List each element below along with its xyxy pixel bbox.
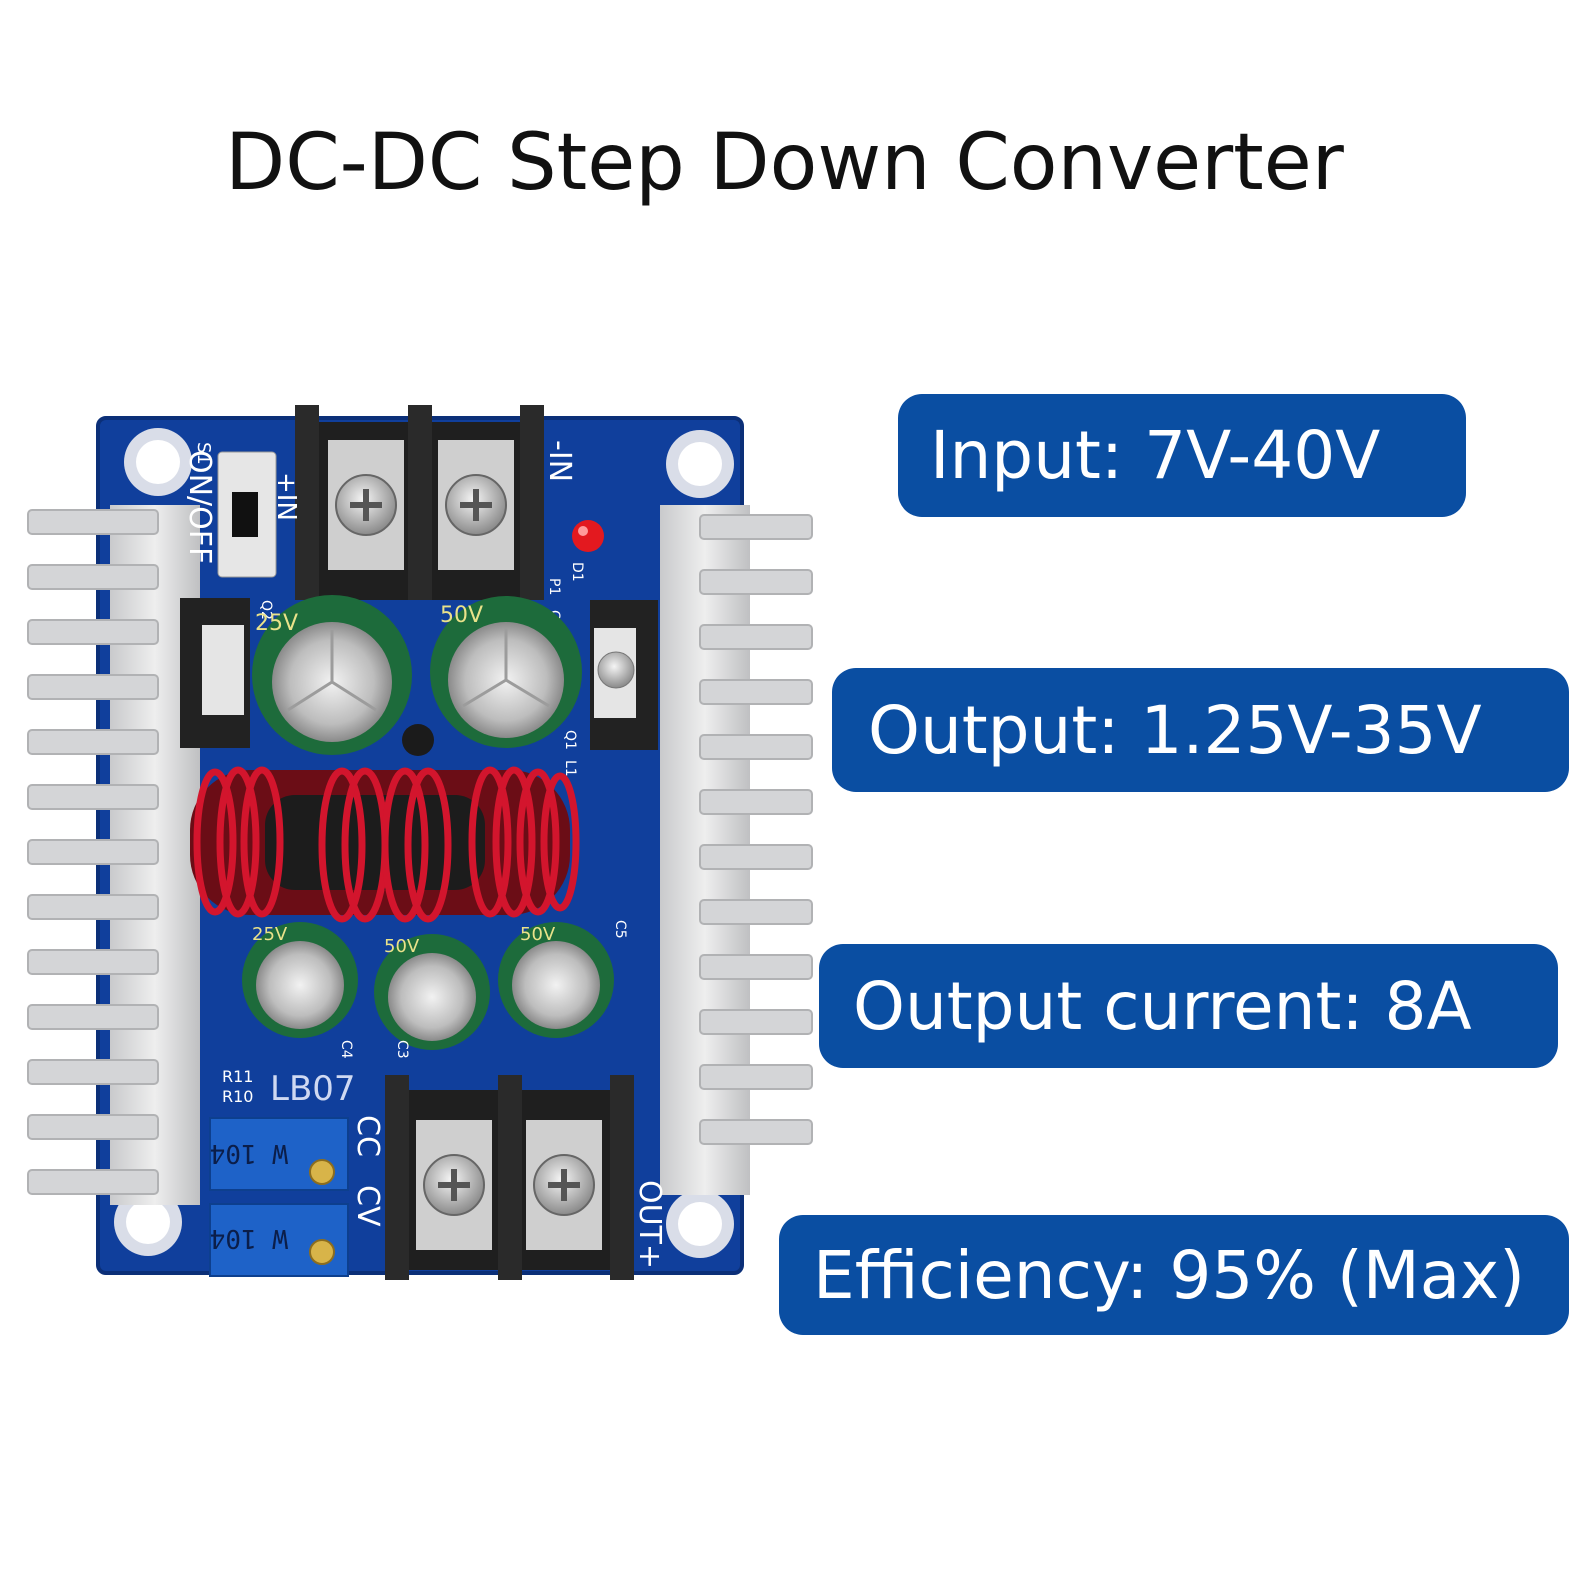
capacitor-small-2-label: 50V <box>384 936 420 957</box>
input-terminal-block <box>295 405 544 600</box>
spec-input-badge: Input: 7V-40V <box>898 394 1466 517</box>
p1-ref-label: P1 <box>546 578 562 595</box>
left-heatsink <box>27 505 200 1205</box>
q2-ref-label: Q2 <box>258 600 274 620</box>
power-switch <box>217 451 277 578</box>
right-heatsink <box>660 505 813 1195</box>
pot-cv-label: W 104 <box>210 1223 288 1253</box>
c4-ref-label: C4 <box>338 1040 354 1059</box>
output-terminal-block <box>385 1075 634 1280</box>
spec-output-badge: Output: 1.25V-35V <box>832 668 1569 792</box>
spec-current-badge: Output current: 8A <box>819 944 1558 1068</box>
potentiometer-cc <box>209 1117 349 1191</box>
inductor-coil <box>190 766 580 923</box>
spec-efficiency-badge: Efficiency: 95% (Max) <box>779 1215 1569 1335</box>
led-icon <box>572 520 604 552</box>
capacitor-small-1 <box>242 922 358 1038</box>
capacitor-small-2 <box>374 934 490 1050</box>
q1-ref-label: Q1 <box>562 730 578 750</box>
output-label: OUT+ <box>632 1180 667 1269</box>
transistor-right <box>590 600 658 750</box>
capacitor-large-2-label: 50V <box>440 603 483 628</box>
switch-ref-label: S1 <box>193 442 214 465</box>
potentiometer-cv <box>209 1203 349 1277</box>
model-label: LB07 <box>270 1069 356 1109</box>
switch-label: ON/OFF <box>182 450 217 564</box>
input-plus-label: +IN <box>271 472 301 521</box>
capacitor-small-3 <box>498 922 614 1038</box>
converter-board-illustration: S1 ON/OFF +IN -IN D1 P1 C1 Q2 Q1 L1 25V … <box>27 405 813 1280</box>
led-ref-label: D1 <box>569 562 585 582</box>
capacitor-small-3-label: 50V <box>520 924 556 945</box>
transistor-left <box>180 598 250 748</box>
c3-ref-label: C3 <box>394 1040 410 1059</box>
cv-label: CV <box>350 1185 385 1227</box>
diode-icon <box>402 724 434 756</box>
pot-cc-label: W 104 <box>210 1138 288 1168</box>
cc-label: CC <box>350 1115 385 1157</box>
capacitor-large-2 <box>430 596 582 748</box>
capacitor-small-1-label: 25V <box>252 924 288 945</box>
input-minus-label: -IN <box>542 440 577 482</box>
capacitor-large-1 <box>252 595 412 755</box>
r11-ref-label: R11 <box>222 1067 253 1086</box>
c5-ref-label: C5 <box>612 920 628 939</box>
r10-ref-label: R10 <box>222 1087 253 1106</box>
page-title: DC-DC Step Down Converter <box>225 118 1344 208</box>
capacitor-large-1-label: 25V <box>255 611 298 636</box>
l1-ref-label: L1 <box>562 760 578 777</box>
